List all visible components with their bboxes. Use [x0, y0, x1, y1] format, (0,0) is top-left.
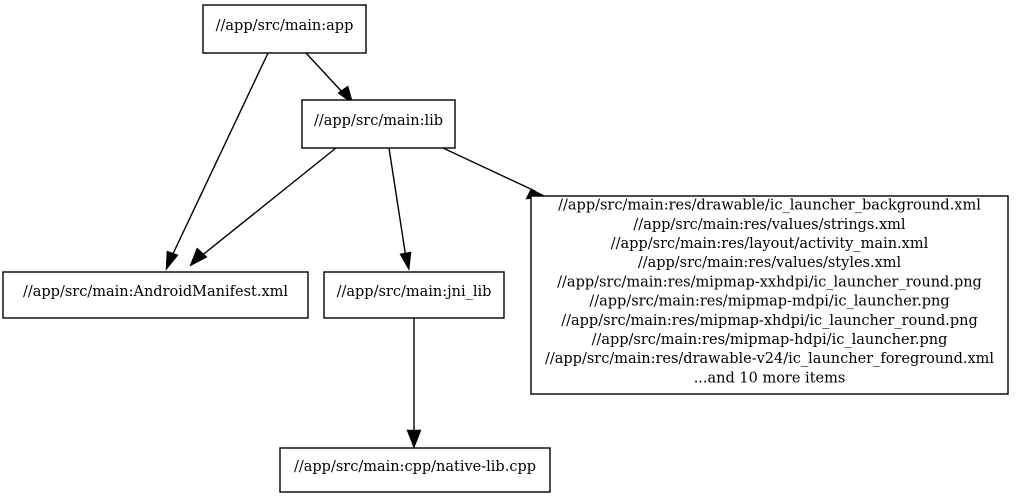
graph-edge [189, 147, 337, 267]
arrowhead-icon [406, 429, 422, 449]
edge-line [170, 52, 269, 259]
node-label: //app/src/main:lib [314, 113, 443, 129]
graph-edge [388, 147, 412, 271]
node-label: //app/src/main:app [216, 18, 354, 34]
node-border [2, 271, 309, 319]
node-border [301, 99, 456, 149]
graph-edge [406, 318, 422, 449]
node-label-line: //app/src/main:res/mipmap-hdpi/ic_launch… [592, 332, 948, 348]
node-label: //app/src/main:cpp/native-lib.cpp [294, 459, 536, 475]
edge-line [442, 147, 536, 192]
node-label-line: //app/src/main:res/drawable-v24/ic_launc… [545, 351, 994, 367]
graph-node-jni_lib[interactable]: //app/src/main:jni_lib [323, 271, 505, 319]
nodes-layer: //app/src/main:app //app/src/main:lib //ap… [2, 4, 1009, 493]
graph-node-native_lib[interactable]: //app/src/main:cpp/native-lib.cpp [279, 447, 551, 493]
node-border [202, 4, 367, 54]
arrowhead-icon [165, 250, 179, 271]
graph-node-app[interactable]: //app/src/main:app [202, 4, 367, 54]
node-border [530, 195, 1009, 395]
node-border [323, 271, 505, 319]
node-label-line: //app/src/main:cpp/native-lib.cpp [294, 459, 536, 475]
node-label-line: //app/src/main:res/drawable/ic_launcher_… [558, 198, 981, 214]
graph-node-res_bundle[interactable]: //app/src/main:res/drawable/ic_launcher_… [530, 195, 1009, 395]
node-label-line: //app/src/main:res/values/styles.xml [638, 255, 902, 271]
edges-layer [165, 52, 549, 449]
node-label-line: //app/src/main:res/mipmap-mdpi/ic_launch… [589, 294, 949, 310]
node-label: //app/src/main:AndroidManifest.xml [23, 284, 288, 300]
graph-node-manifest[interactable]: //app/src/main:AndroidManifest.xml [2, 271, 309, 319]
node-label-line: //app/src/main:AndroidManifest.xml [23, 284, 288, 300]
node-label-line: //app/src/main:res/mipmap-xhdpi/ic_launc… [561, 313, 978, 329]
graph-edge [305, 52, 354, 105]
node-label-line: //app/src/main:lib [314, 113, 443, 129]
arrowhead-icon [189, 247, 208, 267]
edge-line [388, 147, 407, 259]
graph-edge [165, 52, 269, 271]
node-label-line: //app/src/main:app [216, 18, 354, 34]
edge-line [305, 52, 345, 95]
node-label-line: //app/src/main:jni_lib [337, 284, 492, 300]
node-label: //app/src/main:res/drawable/ic_launcher_… [545, 198, 994, 387]
node-label-line: ...and 10 more items [694, 370, 846, 386]
arrowhead-icon [399, 251, 412, 271]
node-label-line: //app/src/main:res/layout/activity_main.… [611, 236, 929, 252]
node-label: //app/src/main:jni_lib [337, 284, 492, 300]
node-border [279, 447, 551, 493]
graph-node-lib[interactable]: //app/src/main:lib [301, 99, 456, 149]
node-label-line: //app/src/main:res/mipmap-xxhdpi/ic_laun… [557, 274, 982, 290]
edge-line [199, 147, 337, 258]
node-label-line: //app/src/main:res/values/strings.xml [633, 217, 905, 233]
graph-edge [442, 147, 549, 200]
